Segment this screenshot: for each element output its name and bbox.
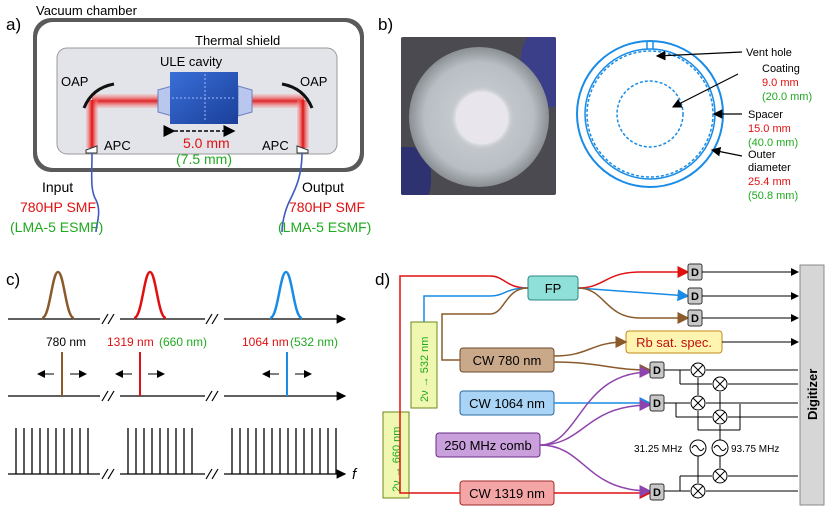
coating-arrow bbox=[671, 73, 739, 108]
detector-label: D bbox=[691, 313, 699, 325]
spectrum-row-comb bbox=[8, 428, 347, 480]
label-532nm: (532 nm) bbox=[290, 335, 338, 349]
thermal-shield-label: Thermal shield bbox=[195, 33, 280, 48]
cavity-photo bbox=[401, 37, 556, 195]
detector-label: D bbox=[691, 291, 699, 303]
output-label: Output bbox=[302, 179, 344, 195]
freq-93-label: 93.75 MHz bbox=[731, 444, 779, 455]
coating-label: Coating bbox=[762, 63, 800, 75]
gaussian-1319 bbox=[133, 270, 167, 320]
coating-alt: (20.0 mm) bbox=[762, 91, 812, 103]
oscillator-icon bbox=[689, 439, 729, 457]
spectrum-row-gaussian bbox=[8, 270, 347, 325]
cavity-length: 5.0 mm bbox=[183, 135, 230, 151]
apc-right-icon bbox=[296, 145, 309, 154]
brown-beam-path bbox=[441, 287, 529, 361]
panel-a-label: a) bbox=[6, 15, 21, 34]
panel-b-label: b) bbox=[378, 15, 393, 34]
comb-to-d2 bbox=[539, 399, 652, 446]
fp-label: FP bbox=[545, 281, 562, 296]
label-1319nm: 1319 nm bbox=[107, 335, 154, 349]
oap-right-mirror-icon bbox=[281, 82, 314, 109]
spacer-value: 15.0 mm bbox=[748, 123, 791, 135]
oap-left-label: OAP bbox=[61, 74, 88, 89]
shg-532-label: 2ν → 532 nm bbox=[419, 337, 431, 402]
label-1064nm: 1064 nm bbox=[242, 335, 289, 349]
input-label: Input bbox=[42, 179, 73, 195]
cavity-length-alt: (7.5 mm) bbox=[176, 151, 232, 167]
output-fiber-alt: (LMA-5 ESMF) bbox=[278, 219, 371, 235]
spacer-label: Spacer bbox=[748, 109, 783, 121]
gaussian-1064 bbox=[269, 270, 303, 320]
detector-label: D bbox=[653, 365, 661, 377]
digitizer-box bbox=[799, 264, 825, 506]
output-fiber bbox=[281, 152, 303, 233]
outer-arrow bbox=[710, 146, 743, 157]
vent-hole-arrow bbox=[655, 50, 743, 61]
oap-left-mirror-icon bbox=[82, 82, 115, 109]
panel-d-label: d) bbox=[375, 270, 390, 289]
label-660nm: (660 nm) bbox=[159, 335, 207, 349]
shg-660-label: 2ν → 660 nm bbox=[391, 427, 403, 492]
detector-icon bbox=[649, 263, 703, 501]
rf-wiring bbox=[664, 369, 798, 492]
panel-c-label: c) bbox=[6, 270, 20, 289]
detector-label: D bbox=[691, 267, 699, 279]
oscillator-wave bbox=[691, 445, 727, 451]
left-mirror-substrate bbox=[157, 85, 173, 117]
spacer-outer-circle bbox=[584, 48, 716, 180]
photo-inner-coating bbox=[456, 92, 508, 144]
comb-to-d3 bbox=[539, 444, 652, 497]
oap-right-label: OAP bbox=[300, 74, 327, 89]
input-fiber bbox=[90, 152, 100, 233]
rb-label: Rb sat. spec. bbox=[636, 335, 712, 350]
input-beam bbox=[86, 100, 98, 148]
apc-left-label: APC bbox=[104, 138, 131, 153]
comb-to-d1 bbox=[539, 366, 652, 446]
gaussian-780 bbox=[41, 270, 75, 320]
spacer-circle bbox=[586, 50, 714, 178]
freq-31-label: 31.25 MHz bbox=[634, 444, 682, 455]
vacuum-chamber-label: Vacuum chamber bbox=[36, 3, 138, 18]
input-fiber-type: 780HP SMF bbox=[20, 199, 96, 215]
apc-left-icon bbox=[85, 145, 98, 154]
outer-value: 25.4 mm bbox=[748, 176, 791, 188]
output-beam bbox=[297, 100, 309, 148]
cw780-label: CW 780 nm bbox=[473, 353, 542, 368]
cw780-to-rb bbox=[553, 336, 628, 357]
digitizer-label: Digitizer bbox=[805, 369, 820, 420]
blue-beam-path bbox=[423, 287, 529, 322]
detector-label: D bbox=[653, 398, 661, 410]
detector-label: D bbox=[653, 487, 661, 499]
vent-hole-label: Vent hole bbox=[746, 47, 792, 59]
label-780nm: 780 nm bbox=[46, 335, 86, 349]
fp-out-red bbox=[577, 266, 690, 289]
spacer-alt: (40.0 mm) bbox=[748, 137, 798, 149]
axis-f-label: f bbox=[352, 466, 358, 483]
right-mirror-substrate bbox=[237, 85, 253, 117]
fp-out-blue bbox=[577, 287, 690, 302]
outer-label: Outer bbox=[748, 149, 776, 161]
shg-660-box bbox=[382, 411, 410, 499]
diameter-label: diameter bbox=[748, 162, 791, 174]
coating-value: 9.0 mm bbox=[762, 77, 799, 89]
input-fiber-alt: (LMA-5 ESMF) bbox=[10, 219, 103, 235]
apc-right-label: APC bbox=[262, 138, 289, 153]
coating-circle bbox=[616, 80, 684, 148]
spectrum-row-cw bbox=[8, 352, 347, 402]
outer-diameter-circle bbox=[576, 40, 724, 188]
cw780-to-d bbox=[553, 361, 652, 376]
ule-cavity-label: ULE cavity bbox=[160, 54, 223, 69]
cw1064-label: CW 1064 nm bbox=[469, 396, 545, 411]
cw1319-label: CW 1319 nm bbox=[469, 486, 545, 501]
red-beam-path bbox=[399, 275, 529, 494]
output-fiber-type: 780HP SMF bbox=[289, 199, 365, 215]
outer-alt: (50.8 mm) bbox=[748, 190, 798, 202]
mixer-cross bbox=[692, 364, 726, 497]
fp-out-brown bbox=[577, 287, 690, 324]
comb-label: 250 MHz comb bbox=[444, 438, 531, 453]
